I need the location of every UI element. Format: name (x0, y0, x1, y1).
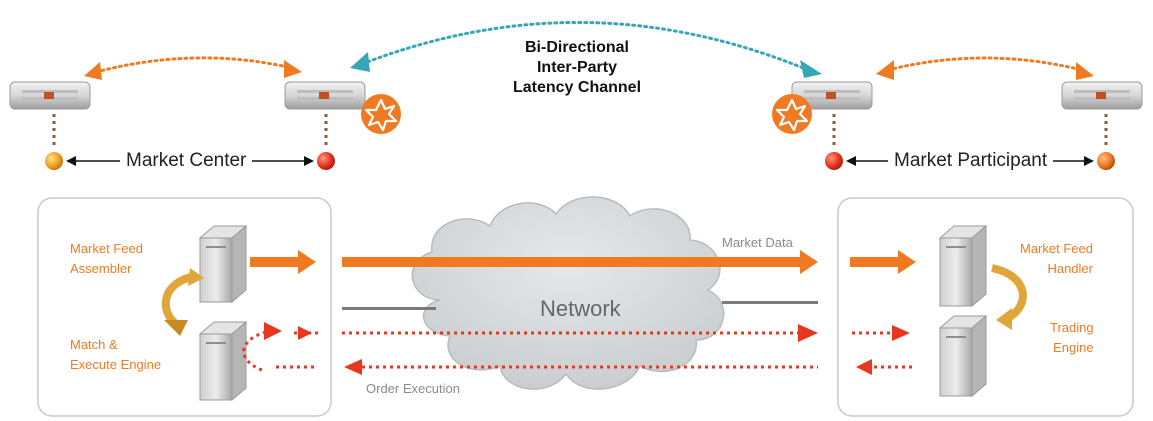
network-label: Network (540, 296, 621, 321)
internal-flow-arrow (990, 264, 1027, 330)
channel-title-line: Bi-Directional (524, 39, 629, 56)
component-label-line: Match & (70, 337, 118, 352)
grey-bars (342, 301, 818, 310)
market-center-label: Market Center (120, 150, 253, 172)
starburst-icon (361, 94, 401, 134)
component-label-line: Engine (1053, 340, 1094, 355)
endpoint-ball (45, 152, 63, 170)
center-link-arrow (84, 56, 302, 80)
endpoint-ball (825, 152, 843, 170)
component-label-line: Execute Engine (70, 357, 162, 372)
tower-server-icon (198, 224, 248, 304)
server-appliance-icon (284, 81, 366, 110)
endpoint-ball (317, 152, 335, 170)
match-execute-engine-label: Match & Execute Engine (70, 335, 161, 375)
internal-flow-arrow (161, 268, 204, 336)
tower-server-icon (198, 320, 248, 402)
market-participant-label: Market Participant (888, 150, 1054, 172)
tower-server-icon (938, 224, 988, 308)
component-label-line: Assembler (70, 261, 132, 276)
market-data-flow (250, 250, 916, 274)
endpoint-ball (1097, 152, 1115, 170)
component-label-line: Handler (1047, 261, 1093, 276)
starburst-icon (772, 94, 812, 134)
order-flow (242, 322, 914, 375)
market-data-label: Market Data (722, 235, 793, 250)
component-label-line: Market Feed (1020, 241, 1093, 256)
component-label-line: Trading (1050, 320, 1094, 335)
trading-engine-label: Trading Engine (1050, 318, 1094, 358)
market-feed-assembler-label: Market Feed Assembler (70, 239, 143, 279)
component-label-line: Market Feed (70, 241, 143, 256)
inter-party-channel-arrow (350, 21, 822, 78)
channel-title: Bi-Directional Inter-Party Latency Chann… (497, 38, 657, 98)
market-participant-panel (837, 197, 1134, 417)
participant-link-arrow (876, 56, 1094, 80)
channel-title-line: Inter-Party (536, 59, 618, 76)
channel-title-line: Latency Channel (512, 79, 642, 96)
server-appliance-icon (1061, 81, 1143, 110)
server-appliance-icon (9, 81, 91, 110)
market-center-panel (37, 197, 332, 417)
order-execution-label: Order Execution (366, 381, 460, 396)
cloud-icon (411, 196, 725, 390)
market-feed-handler-label: Market Feed Handler (1020, 239, 1093, 279)
tower-server-icon (938, 314, 988, 398)
connector-lines (52, 114, 1108, 148)
